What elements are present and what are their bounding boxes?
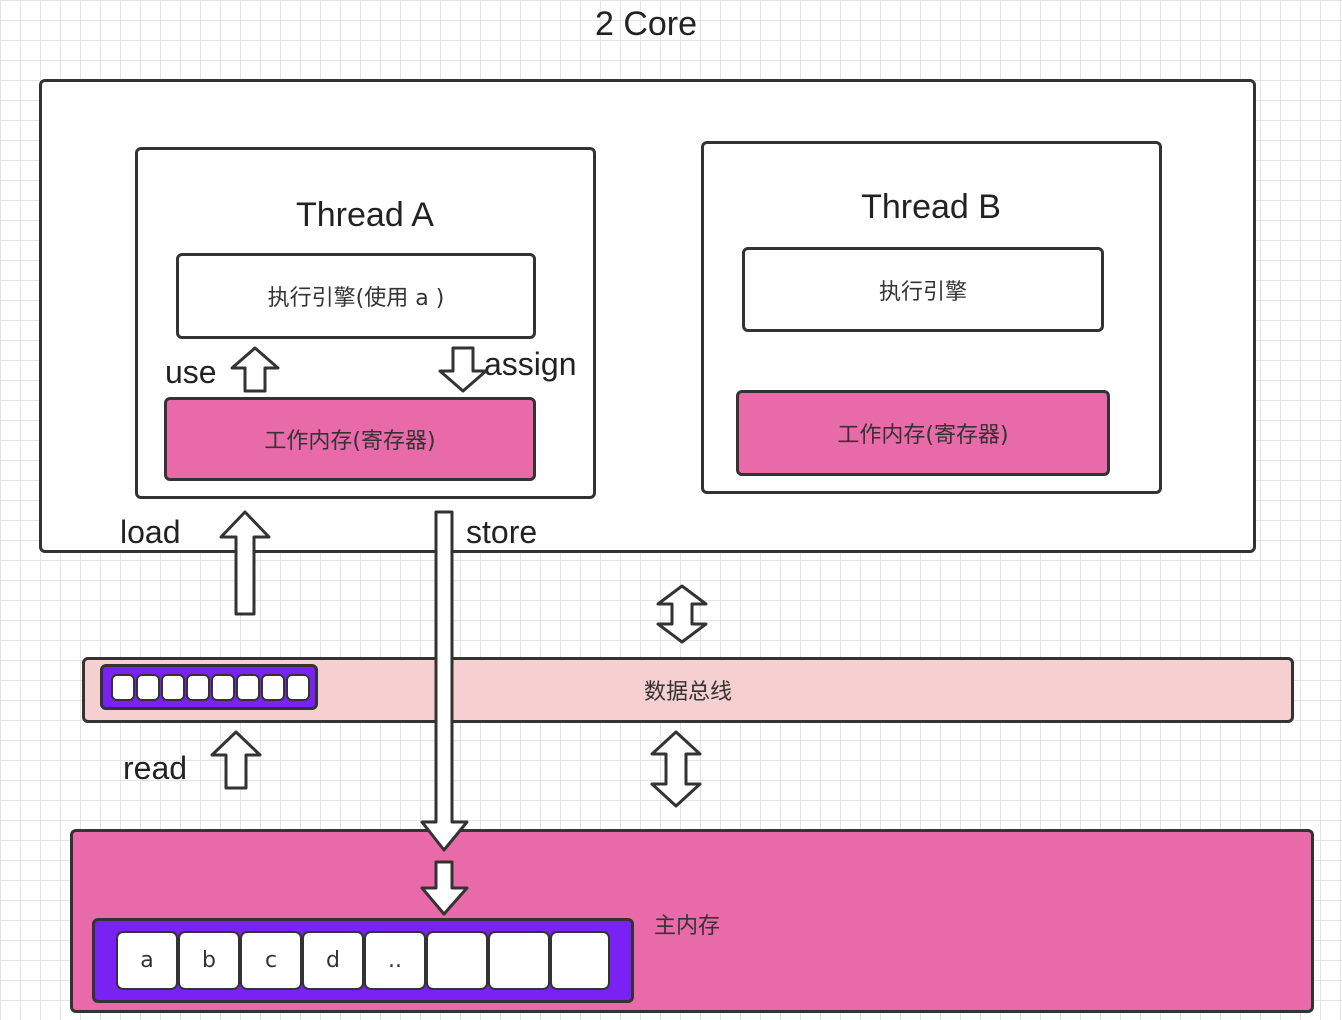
store-label: store	[466, 514, 538, 550]
memory-cell	[488, 931, 550, 990]
read-label: read	[123, 750, 188, 786]
assign-label: assign	[484, 346, 577, 382]
main-memory-label: 主内存	[654, 914, 721, 939]
memory-cell: a	[116, 931, 178, 990]
bus-memory-double-arrow-icon	[650, 730, 702, 808]
bus-slot	[186, 674, 210, 701]
use-label: use	[165, 354, 217, 390]
bus-slot	[211, 674, 235, 701]
thread-a-engine: 执行引擎(使用 a )	[176, 253, 536, 339]
main-memory-cells: a b c d ..	[92, 918, 634, 1003]
assign-arrow-icon	[438, 346, 488, 393]
thread-b-engine: 执行引擎	[742, 247, 1104, 332]
thread-b-title: Thread B	[861, 187, 1001, 226]
bus-slot	[286, 674, 310, 701]
memory-cell: b	[178, 931, 240, 990]
store-arrow-icon	[420, 510, 469, 852]
diagram-title: 2 Core	[594, 4, 698, 43]
bus-slot	[111, 674, 135, 701]
bus-core-double-arrow-icon	[656, 584, 708, 644]
load-arrow-icon	[219, 510, 271, 616]
thread-a-work-memory: 工作内存(寄存器)	[164, 397, 536, 481]
load-label: load	[120, 514, 181, 550]
bus-slot	[161, 674, 185, 701]
memory-cell: ..	[364, 931, 426, 990]
thread-b-work-memory: 工作内存(寄存器)	[736, 390, 1110, 476]
write-arrow-icon	[420, 860, 469, 916]
bus-slot	[236, 674, 260, 701]
memory-cell: d	[302, 931, 364, 990]
data-bus-label: 数据总线	[643, 680, 732, 705]
memory-cell	[426, 931, 488, 990]
thread-a-title: Thread A	[296, 195, 434, 234]
bus-slot	[136, 674, 160, 701]
bus-slot-container	[100, 664, 318, 710]
use-arrow-icon	[230, 346, 280, 393]
read-arrow-icon	[210, 730, 262, 790]
memory-cell	[550, 931, 610, 990]
bus-slot	[261, 674, 285, 701]
memory-cell: c	[240, 931, 302, 990]
